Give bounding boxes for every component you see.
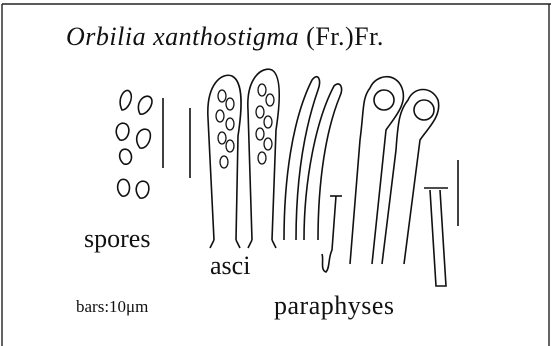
paraphyses-drawing [322, 77, 458, 286]
spore [137, 129, 151, 148]
spore [118, 179, 130, 196]
species-author: (Fr.)Fr. [306, 22, 384, 51]
paraphysis-head [414, 100, 434, 120]
scale-bar-note: bars:10μm [76, 298, 148, 315]
spore [120, 90, 131, 110]
spore [138, 96, 152, 114]
paraphysis [382, 90, 439, 265]
ascus-empty [304, 84, 342, 240]
ascus-empty [284, 77, 320, 240]
spore [116, 123, 129, 140]
ascus-spores [256, 84, 274, 164]
paraphysis [322, 196, 336, 272]
asci-drawing [190, 69, 342, 248]
label-spores: spores [84, 226, 150, 252]
paraphysis-head [374, 90, 394, 110]
paraphysis [430, 190, 446, 286]
label-asci: asci [210, 253, 250, 279]
spores-drawing [116, 90, 163, 198]
species-name: Orbilia xanthostigma [66, 22, 299, 51]
spore [136, 181, 149, 198]
ascus-base [248, 240, 276, 248]
ascus-spores [216, 90, 234, 168]
spore [120, 149, 132, 164]
ascus-base [210, 240, 240, 248]
label-paraphyses: paraphyses [274, 293, 395, 319]
diagram-title: Orbilia xanthostigma (Fr.)Fr. [66, 24, 384, 50]
paraphysis [350, 77, 403, 264]
